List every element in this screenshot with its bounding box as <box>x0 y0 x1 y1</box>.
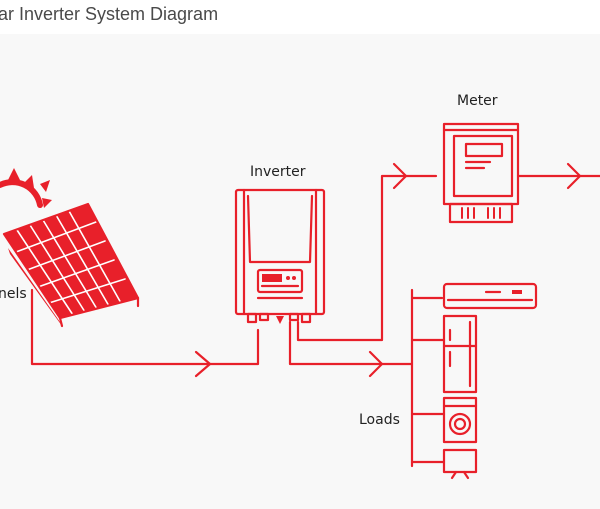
inverter-to-meter-wire <box>296 174 438 342</box>
arrow-icon <box>566 162 582 190</box>
arrow-icon <box>392 162 408 190</box>
inverter-label: Inverter <box>250 164 306 180</box>
washing-machine-icon <box>442 396 478 444</box>
meter-icon <box>442 122 520 224</box>
refrigerator-icon <box>442 314 478 394</box>
title-bar: lar Inverter System Diagram <box>0 0 600 34</box>
tv-icon <box>442 448 478 480</box>
inverter-to-loads-wire <box>288 320 414 366</box>
air-conditioner-icon <box>442 282 538 310</box>
sun-icon <box>0 168 52 208</box>
solar-panel-icon <box>2 202 140 328</box>
meter-label: Meter <box>457 93 498 109</box>
arrow-icon <box>368 350 384 378</box>
solar-panels-label: nels <box>0 286 27 302</box>
loads-label: Loads <box>359 412 400 428</box>
diagram-title: lar Inverter System Diagram <box>0 4 219 24</box>
inverter-icon <box>234 188 326 324</box>
arrow-icon <box>194 350 212 378</box>
panel-to-inverter-wire <box>30 288 260 366</box>
